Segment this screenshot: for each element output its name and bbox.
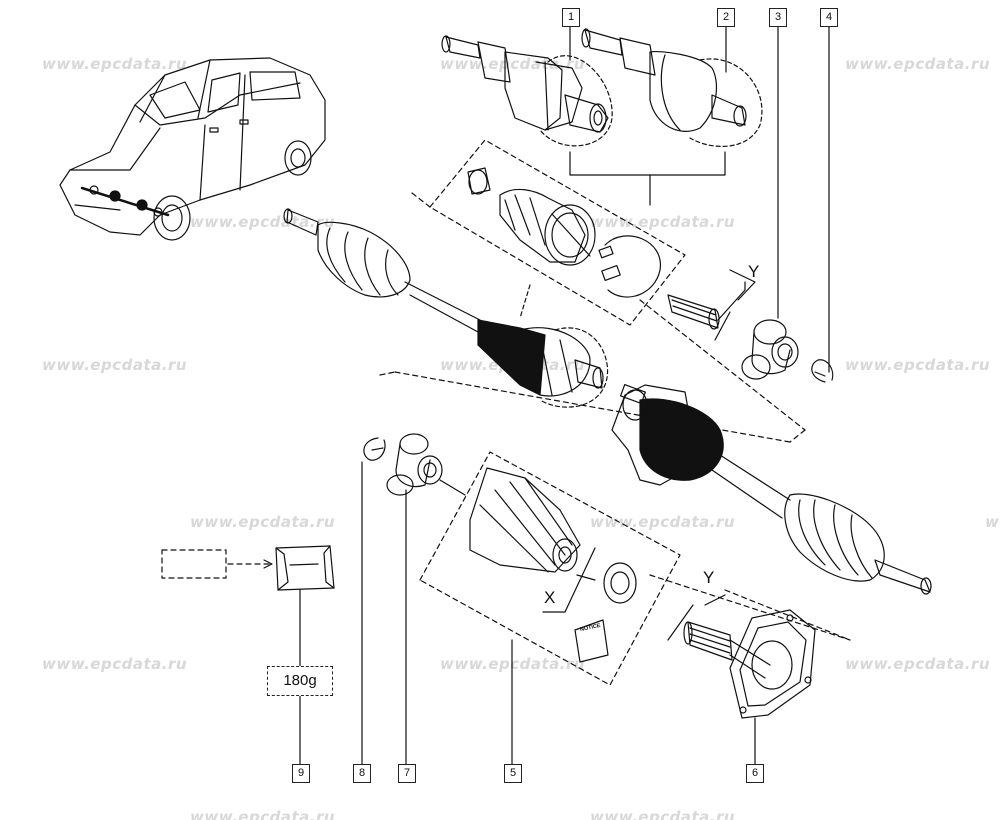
- callout-1: 1: [562, 8, 580, 27]
- tripod-joint-lower: [386, 433, 443, 496]
- dimension-y-upper: Y: [748, 262, 760, 281]
- boot-kit-lower: [469, 467, 637, 663]
- watermark: www.epcdata.ru: [42, 356, 188, 374]
- output-shaft: [683, 621, 771, 679]
- part-2-joint: [581, 28, 763, 147]
- watermark: www.epcdata.ru: [590, 808, 736, 820]
- watermark: www.epcdata.ru: [190, 808, 336, 820]
- grease-packet: [275, 545, 335, 591]
- circlip-8: [363, 437, 386, 461]
- callout-4: 4: [820, 8, 838, 27]
- flange-6: [729, 609, 816, 719]
- shaft-spline: [667, 281, 746, 341]
- driveshaft-lower: [611, 383, 932, 595]
- watermark: www.epcdata.ru: [590, 513, 736, 531]
- tripod-joint: [741, 319, 799, 380]
- boot-kit-upper: [467, 167, 661, 298]
- watermark: www.epcdata.ru: [590, 213, 736, 231]
- part-1-joint: [441, 35, 613, 147]
- callout-8: 8: [353, 764, 371, 783]
- dimension-y-lower: Y: [703, 568, 715, 587]
- watermark: www.epcdata.ru: [985, 513, 1000, 531]
- watermark: www.epcdata.ru: [845, 356, 991, 374]
- grease-quantity-label: 180g: [267, 666, 333, 696]
- watermark: www.epcdata.ru: [42, 55, 188, 73]
- callout-7: 7: [398, 764, 416, 783]
- watermark: www.epcdata.ru: [42, 655, 188, 673]
- driveshaft-upper: [283, 208, 609, 408]
- callout-6: 6: [746, 764, 764, 783]
- watermark: www.epcdata.ru: [845, 55, 991, 73]
- callout-5: 5: [504, 764, 522, 783]
- circlip-4: [811, 359, 834, 383]
- watermark: www.epcdata.ru: [845, 655, 991, 673]
- watermark: www.epcdata.ru: [440, 55, 586, 73]
- callout-3: 3: [769, 8, 787, 27]
- watermark: www.epcdata.ru: [190, 513, 336, 531]
- dimension-x: X: [544, 588, 556, 607]
- callout-2: 2: [717, 8, 735, 27]
- vehicle-illustration: [59, 57, 326, 241]
- callout-9: 9: [292, 764, 310, 783]
